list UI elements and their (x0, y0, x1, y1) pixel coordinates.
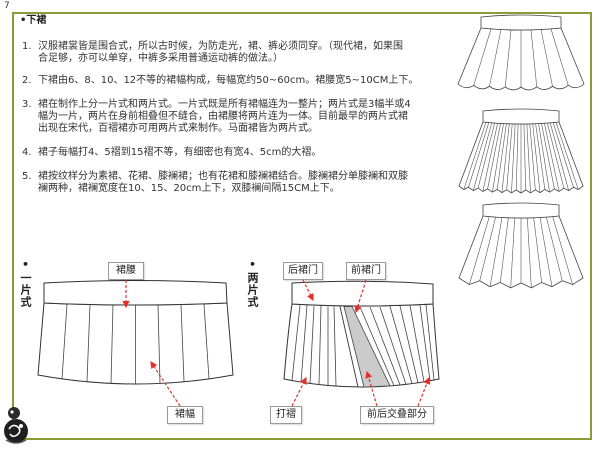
pleat-line (482, 123, 498, 192)
pleat-line (547, 122, 565, 189)
pleat-line (473, 122, 493, 191)
pleat-line (500, 217, 509, 283)
text-line: 裙在制作上分一片式和两片式。一片式既是所有裙幅连为一整片；两片式是3幅半或4 (38, 99, 411, 110)
label-back-door: 后裙门 (283, 262, 323, 280)
pleat-line (506, 123, 513, 190)
pleat-line (510, 217, 515, 288)
two-piece-heading: •两片式 (246, 258, 259, 308)
list-item-2: 2. 下裙由6、8、10、12不等的裙幅构成，每幅宽约50~60cm。裙腰宽5~… (22, 75, 418, 87)
pleat-line (501, 123, 510, 193)
pleat-line (489, 29, 502, 87)
page-number: 7 (4, 1, 10, 11)
one-piece-skirt-diagram (37, 280, 234, 385)
list-item-number: 4. (22, 147, 32, 158)
skirt-waistband (480, 14, 562, 31)
slide-frame (12, 12, 592, 440)
pleat-line (550, 28, 569, 86)
list-item-text: 裙在制作上分一片式和两片式。一片式既是所有裙幅连为一整片；两片式是3幅半或4 幅… (38, 99, 411, 135)
pleat-line (533, 217, 542, 283)
text-line: 襕两种，裙襕宽度在10、15、20cm上下，双膝襕间隔15CM上下。 (38, 183, 340, 194)
text-line: 汉服裙裳皆是围合式，所以古时候，为防走光，裙、裤必须同穿。（现代裙，如果围 (38, 41, 403, 52)
skirt-waistband (482, 108, 560, 125)
pleat-line (463, 122, 487, 190)
label-waistband: 裙腰 (108, 262, 144, 280)
skirt-waistband (43, 280, 228, 306)
pleat-line (468, 122, 490, 188)
flared-skirt-illustration (457, 14, 585, 91)
text-line: 出现在宋代，百褶裙亦可用两片式来制作。马面裙皆为两片式。 (38, 123, 318, 134)
pleat-line (544, 123, 560, 192)
pleat-line (492, 123, 504, 193)
list-item-3: 3. 裙在制作上分一片式和两片式。一片式既是所有裙幅连为一整片；两片式是3幅半或… (22, 99, 411, 135)
two-piece-skirt-diagram (283, 280, 440, 388)
right-pleat-lines (359, 304, 435, 386)
pleat-line (526, 123, 531, 193)
pleat-line (546, 217, 563, 281)
pleat-line (535, 123, 546, 190)
text-line: 合足够，亦可以单穿，中裤多采用普通运动裤的做法。） (38, 53, 283, 64)
text-line: 幅为一片，两片在身前相叠但不缝合，由裙腰将两片连为一体。目前最早的两片式裙 (38, 111, 408, 122)
pleat-line (523, 123, 527, 190)
fine-pleated-skirt-illustration (458, 108, 584, 194)
box-pleated-skirt-illustration (458, 202, 584, 289)
label-front-door: 前裙门 (346, 262, 386, 280)
pleat-line (479, 217, 496, 281)
list-item-text: 汉服裙裳皆是围合式，所以古时候，为防走光，裙、裤必须同穿。（现代裙，如果围 合足… (38, 41, 403, 65)
label-pleat: 打褶 (270, 406, 302, 424)
label-overlap: 前后交叠部分 (360, 406, 434, 424)
back-panel-edge (339, 306, 359, 388)
pleat-line (539, 217, 553, 287)
pleat-line (469, 216, 490, 285)
pleat-line (504, 29, 512, 87)
pleat-line (552, 122, 574, 188)
pleat-line (527, 217, 532, 288)
label-skirt-panel: 裙幅 (167, 406, 203, 424)
text-line: 裙子每幅打4、5褶到15褶不等，有细密也有宽4、5cm的大褶。 (38, 147, 322, 158)
list-item-number: 3. (22, 99, 32, 110)
list-item-text: 裙子每幅打4、5褶到15褶不等，有细密也有宽4、5cm的大褶。 (38, 147, 321, 159)
pleat-line (477, 122, 495, 189)
list-item-4: 4. 裙子每幅打4、5褶到15褶不等，有细密也有宽4、5cm的大褶。 (22, 147, 321, 159)
pleat-line (532, 123, 541, 193)
logo-emblem (4, 407, 28, 444)
left-pleat-lines (291, 304, 337, 387)
list-item-text: 下裙由6、8、10、12不等的裙幅构成，每幅宽约50~60cm。裙腰宽5~10C… (38, 75, 418, 87)
section-title: •下裙 (20, 15, 47, 26)
pleat-line (555, 122, 579, 190)
text-line: 下裙由6、8、10、12不等的裙幅构成，每幅宽约50~60cm。裙腰宽5~10C… (38, 75, 419, 86)
list-item-text: 裙按纹样分为素裙、花裙、膝襕裙；也有花裙和膝襕裙结合。膝襕裙分单膝襕和双膝 襕两… (38, 171, 408, 195)
skirt-waistband (291, 280, 434, 307)
pleat-line (541, 123, 555, 189)
skirt-waistband (482, 202, 560, 219)
text-line: 裙按纹样分为素裙、花裙、膝襕裙；也有花裙和膝襕裙结合。膝襕裙分单膝襕和双膝 (38, 171, 408, 182)
pleat-line (549, 122, 569, 191)
pleat-line (538, 123, 550, 193)
pleat-line (511, 123, 516, 193)
overlap-layer (343, 306, 391, 388)
pleat-line (496, 123, 507, 190)
one-piece-heading: •一片式 (19, 258, 32, 308)
list-item-number: 2. (22, 75, 32, 86)
list-item-5: 5. 裙按纹样分为素裙、花裙、膝襕裙；也有花裙和膝襕裙结合。膝襕裙分单膝襕和双膝… (22, 171, 408, 195)
list-item-1: 1. 汉服裙裳皆是围合式，所以古时候，为防走光，裙、裤必须同穿。（现代裙，如果围… (22, 41, 403, 65)
pleat-line (552, 216, 573, 285)
pleat-line (515, 123, 519, 190)
pleat-line (489, 217, 503, 287)
pleat-line (487, 123, 501, 189)
pleat-line (540, 29, 553, 87)
list-item-number: 1. (22, 41, 32, 52)
pleat-line (473, 28, 492, 86)
list-item-number: 5. (22, 171, 32, 182)
pleat-line (530, 29, 538, 87)
pleat-line (529, 123, 536, 190)
